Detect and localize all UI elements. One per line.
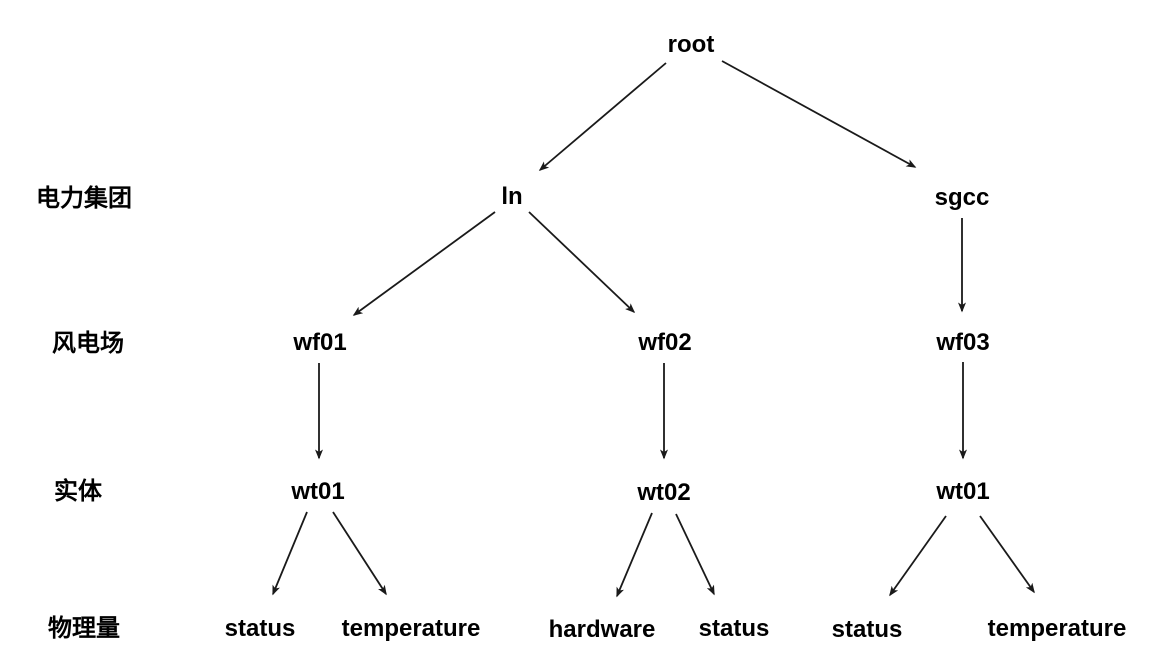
node-status-2: status	[698, 614, 770, 642]
edge-root-to-sgcc	[721, 60, 917, 168]
node-root: root	[667, 30, 715, 58]
node-wt01-left: wt01	[291, 477, 345, 505]
edge-wt01-left-to-status-1	[272, 511, 308, 596]
edge-wt02-to-hardware	[616, 512, 653, 598]
edge-ln-to-wf01	[352, 211, 496, 316]
node-temperature-2: temperature	[987, 614, 1127, 642]
node-wf03: wf03	[936, 328, 990, 356]
edge-ln-to-wf02	[528, 211, 636, 314]
row-label-wind-farm: 风电场	[52, 329, 124, 357]
edge-root-to-ln	[538, 62, 667, 171]
node-status-1: status	[224, 614, 296, 642]
edge-wt01-left-to-temperature-1	[332, 511, 387, 596]
row-label-entity: 实体	[54, 477, 102, 505]
edge-wt01-right-to-status-3	[889, 515, 947, 597]
node-sgcc: sgcc	[934, 183, 990, 211]
row-label-physical-quantity: 物理量	[48, 614, 120, 642]
node-wt02: wt02	[637, 478, 691, 506]
edge-wt01-right-to-temperature-2	[979, 515, 1035, 594]
node-status-3: status	[831, 615, 903, 643]
node-hardware: hardware	[548, 615, 656, 643]
node-wt01-right: wt01	[936, 477, 990, 505]
row-label-power-group: 电力集团	[36, 184, 132, 212]
node-wf01: wf01	[293, 328, 347, 356]
edge-wt02-to-status-2	[675, 513, 715, 596]
node-temperature-1: temperature	[341, 614, 481, 642]
node-ln: ln	[501, 182, 523, 210]
node-wf02: wf02	[638, 328, 692, 356]
